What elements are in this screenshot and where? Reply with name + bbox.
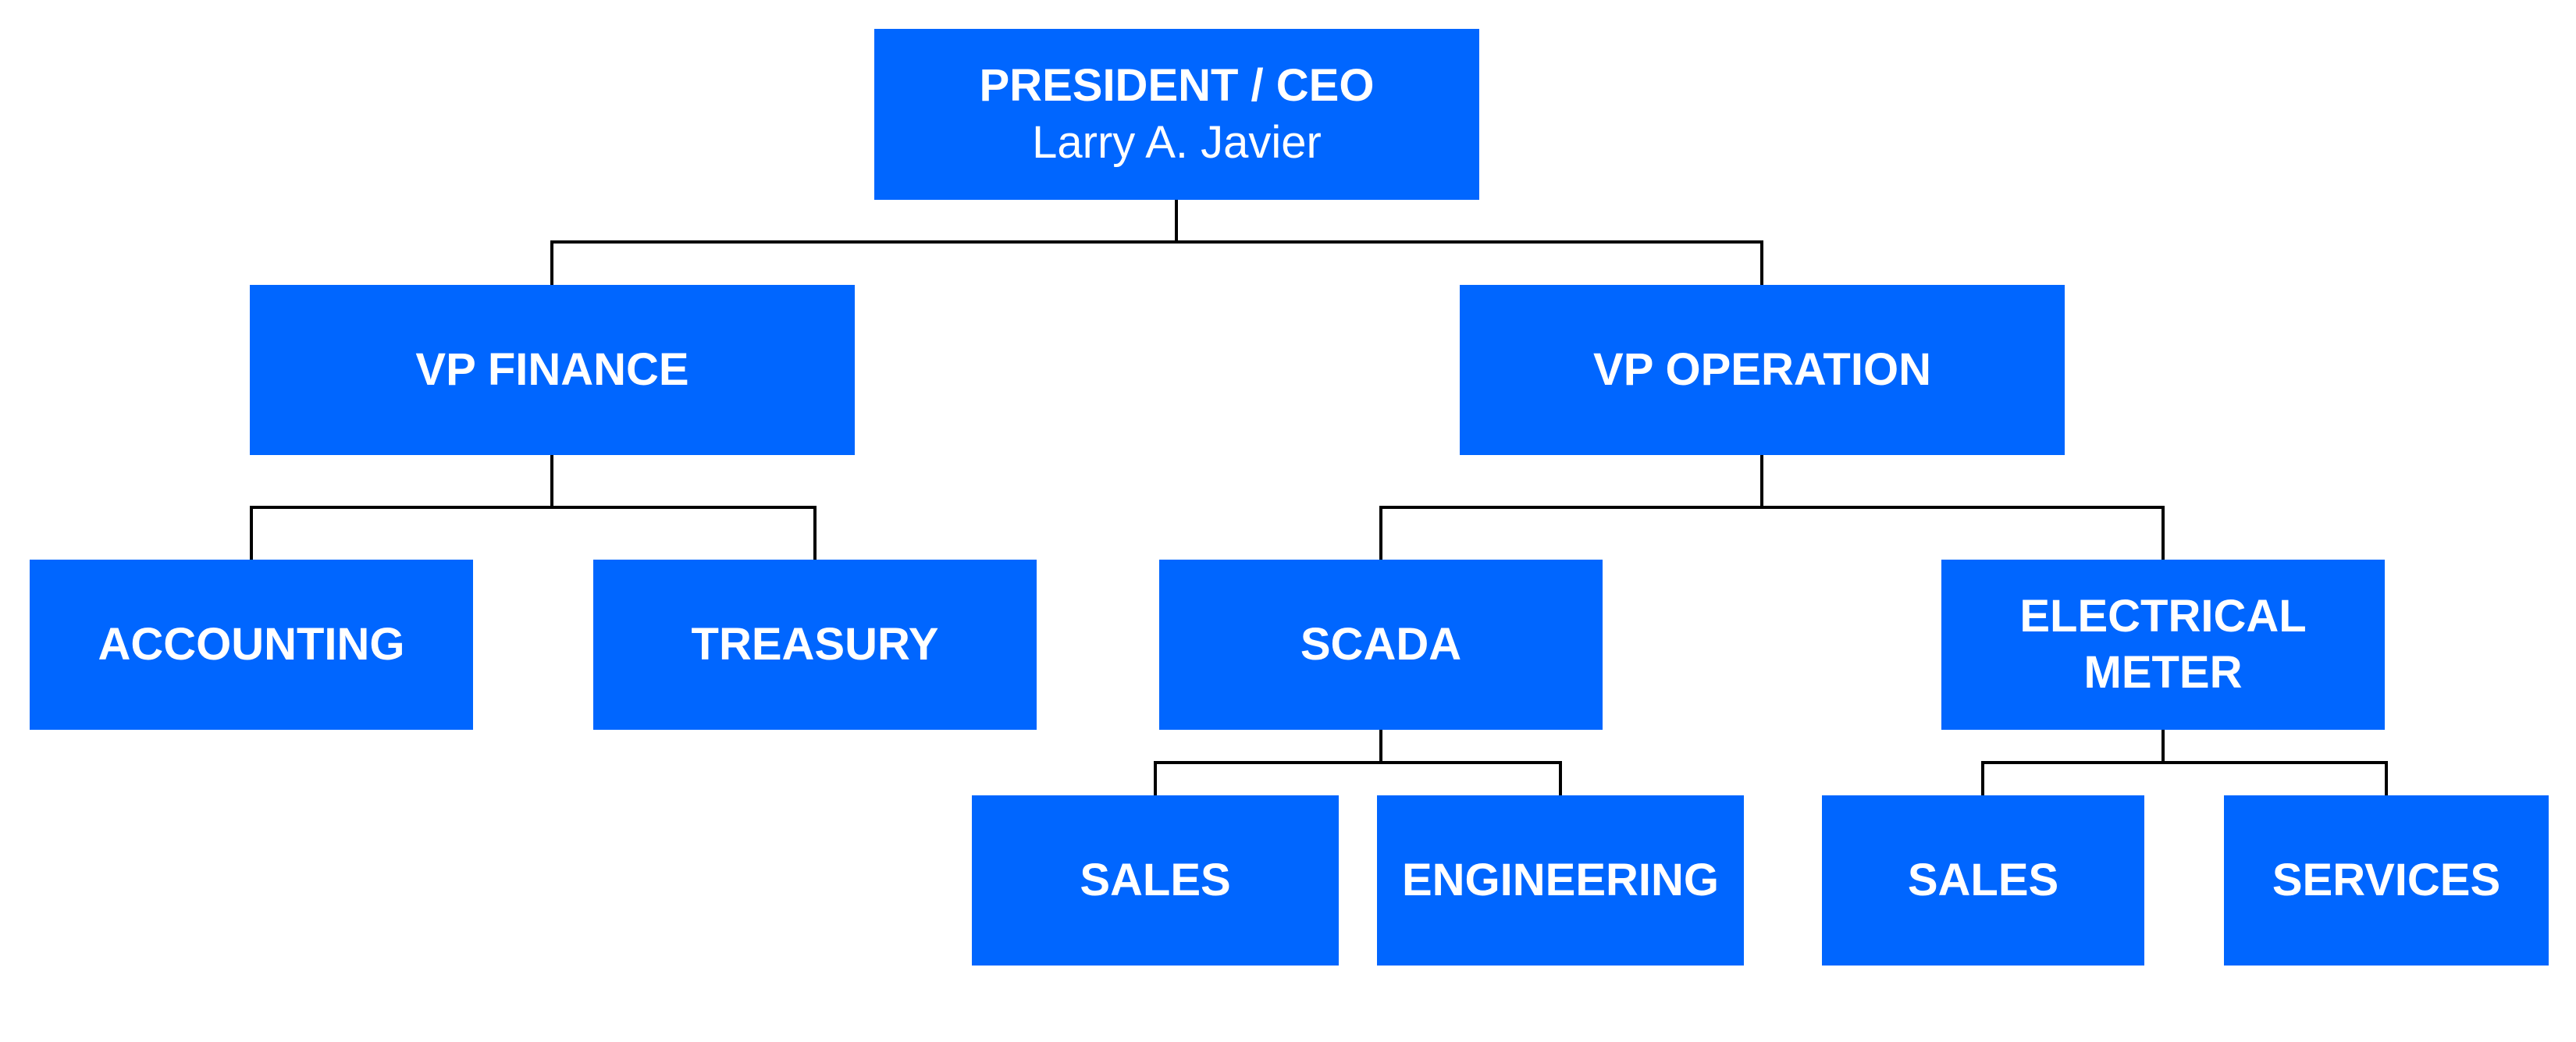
connector-ceo-vps <box>550 200 1178 285</box>
node-meter-sales: SALES <box>1822 795 2144 966</box>
node-accounting: ACCOUNTING <box>30 560 473 730</box>
connector-scada-eng <box>1381 761 1562 795</box>
node-vp-finance: VP FINANCE <box>250 285 855 455</box>
connector-elec-children <box>1981 730 2165 795</box>
node-vp-operation: VP OPERATION <box>1460 285 2065 455</box>
node-person-name: Larry A. Javier <box>1032 116 1322 168</box>
connector-ceo-vp-op <box>1176 240 1763 285</box>
connector-vpop-elec <box>1762 506 2165 560</box>
connector-elec-serv <box>2163 761 2388 795</box>
node-treasury: TREASURY <box>593 560 1037 730</box>
node-electrical-meter: ELECTRICAL METER <box>1941 560 2385 730</box>
node-president-ceo: PRESIDENT / CEO Larry A. Javier <box>874 29 1479 200</box>
connector-scada-children <box>1154 730 1382 795</box>
node-title: SCADA <box>1300 618 1462 670</box>
node-title: PRESIDENT / CEO <box>979 60 1375 111</box>
node-title: ENGINEERING <box>1401 854 1720 905</box>
node-title: SERVICES <box>2272 854 2501 905</box>
node-scada-sales: SALES <box>972 795 1339 966</box>
node-title: SALES <box>1080 854 1231 905</box>
node-title: SALES <box>1907 854 2059 905</box>
node-title: ACCOUNTING <box>98 618 405 670</box>
connector-vpfin-treasury <box>552 506 817 560</box>
connector-vpfin-children <box>250 455 553 560</box>
node-scada-engineering: ENGINEERING <box>1377 795 1744 966</box>
node-meter-services: SERVICES <box>2224 795 2549 966</box>
node-scada: SCADA <box>1159 560 1603 730</box>
node-title: VP FINANCE <box>415 343 689 395</box>
connector-vpop-children <box>1379 455 1763 560</box>
node-title: TREASURY <box>691 618 939 670</box>
node-title: VP OPERATION <box>1593 343 1931 395</box>
node-title: ELECTRICAL METER <box>2019 590 2307 699</box>
